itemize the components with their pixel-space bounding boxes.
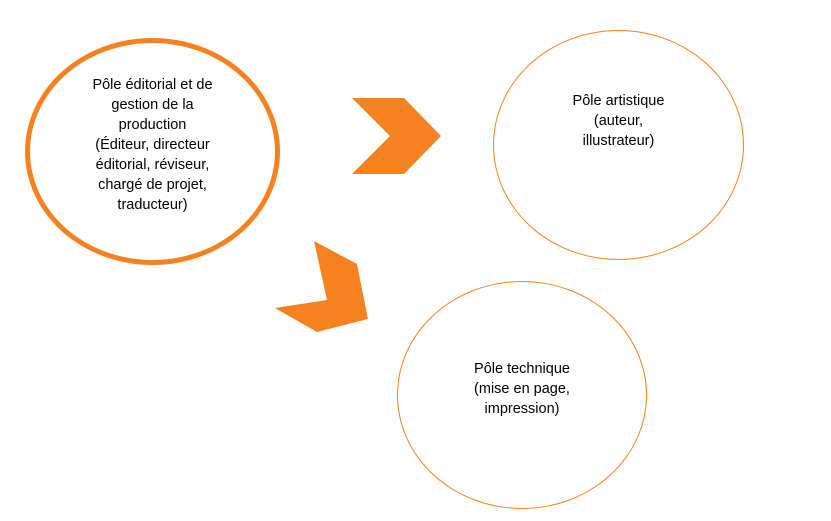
node-technical-pole: Pôle technique (mise en page, impression… — [397, 281, 647, 509]
node-technical-label: Pôle technique (mise en page, impression… — [474, 361, 570, 417]
chevron-right-icon — [352, 98, 441, 174]
node-editorial-pole: Pôle éditorial et de gestion de la produ… — [25, 38, 280, 265]
node-editorial-label: Pôle éditorial et de gestion de la produ… — [92, 76, 213, 213]
node-artistic-label: Pôle artistique (auteur, illustrateur) — [572, 93, 665, 149]
node-artistic-pole: Pôle artistique (auteur, illustrateur) — [493, 30, 744, 260]
chevron-down-right-icon — [275, 241, 368, 332]
